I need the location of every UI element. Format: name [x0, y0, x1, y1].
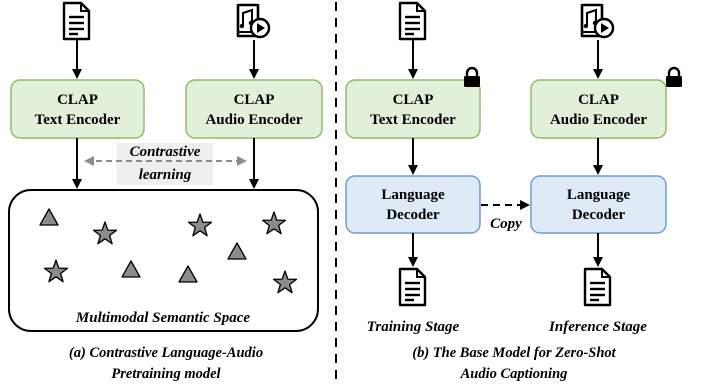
- contrastive-label-line2: learning: [139, 167, 192, 183]
- left-text-encoder-box: CLAP Text Encoder: [10, 79, 145, 139]
- inference-stage-label: Inference Stage: [548, 319, 647, 335]
- right-text-encoder-line2: Text Encoder: [370, 112, 456, 128]
- text-document-icon: [398, 1, 427, 41]
- left-audio-encoder-box: CLAP Audio Encoder: [185, 79, 323, 139]
- left-panel: CLAP Text Encoder CLAP Audio Encoder Con…: [8, 1, 323, 382]
- right-audio-encoder-line1: CLAP: [578, 92, 619, 108]
- text-document-icon: [62, 1, 91, 41]
- output-document-icon: [583, 267, 612, 307]
- decoder-right-line1: Language: [567, 187, 631, 203]
- multimodal-semantic-space: Multimodal Semantic Space: [8, 189, 319, 332]
- right-panel: CLAP Text Encoder CLAP Audio Encoder Lan…: [345, 1, 684, 382]
- caption-b-line1: (b) The Base Model for Zero-Shot: [412, 345, 616, 361]
- right-audio-encoder-line2: Audio Encoder: [550, 112, 647, 128]
- decoder-left-line1: Language: [381, 187, 445, 203]
- audio-file-icon: [580, 3, 615, 39]
- caption-a-line2: Pretraining model: [111, 366, 220, 382]
- caption-a-line1: (a) Contrastive Language-Audio: [69, 345, 263, 361]
- training-stage-label: Training Stage: [367, 319, 460, 335]
- audio-file-icon: [236, 3, 271, 39]
- right-decoder-left-box: Language Decoder: [345, 175, 481, 234]
- right-audio-encoder-box: CLAP Audio Encoder: [530, 79, 667, 139]
- lock-icon: [462, 66, 482, 89]
- left-text-encoder-line1: CLAP: [57, 92, 98, 108]
- contrastive-label-line1: Contrastive: [130, 144, 201, 160]
- copy-label: Copy: [490, 216, 522, 232]
- caption-b-line2: Audio Captioning: [460, 366, 568, 382]
- right-text-encoder-box: CLAP Text Encoder: [345, 79, 481, 139]
- left-text-encoder-line2: Text Encoder: [35, 112, 121, 128]
- right-decoder-right-box: Language Decoder: [530, 175, 667, 234]
- space-label: Multimodal Semantic Space: [75, 310, 251, 326]
- left-audio-encoder-line2: Audio Encoder: [205, 112, 302, 128]
- lock-icon: [664, 66, 684, 89]
- left-audio-encoder-line1: CLAP: [234, 92, 275, 108]
- right-text-encoder-line1: CLAP: [393, 92, 434, 108]
- decoder-right-line2: Decoder: [572, 207, 626, 223]
- output-document-icon: [398, 267, 427, 307]
- decoder-left-line2: Decoder: [386, 207, 440, 223]
- contrastive-learning: Contrastive learning: [84, 143, 247, 185]
